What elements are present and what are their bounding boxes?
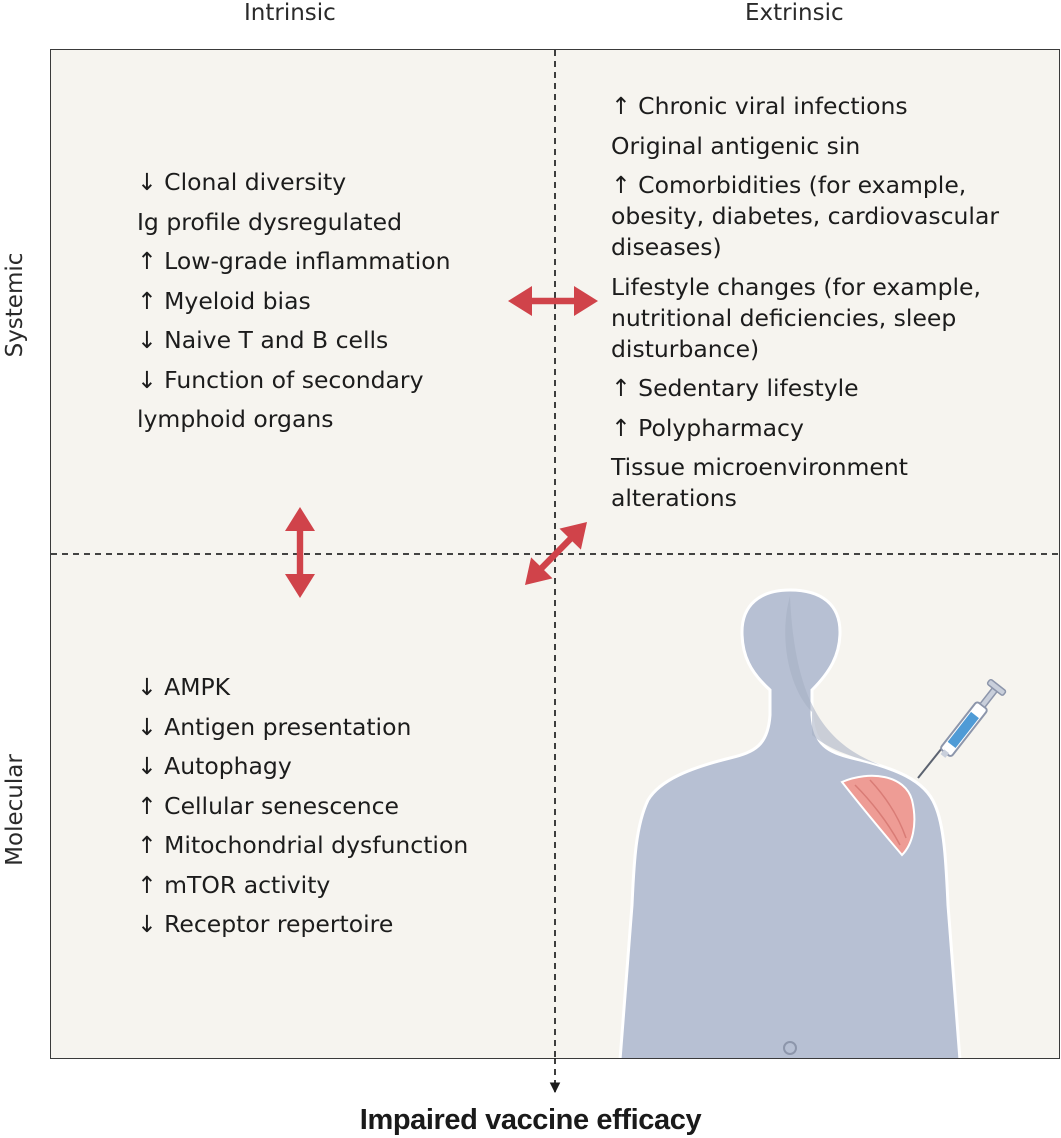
- intrinsic-molecular-list: ↓ AMPK ↓ Antigen presentation ↓ Autophag…: [137, 672, 468, 949]
- syringe-icon: [917, 678, 1007, 779]
- list-item: ↑ Low-grade inflammation: [137, 247, 451, 275]
- outcome-label: Impaired vaccine efficacy: [359, 1104, 702, 1136]
- list-item: Ig profile dysregulated: [137, 207, 403, 236]
- list-item: ↑ mTOR activity: [137, 870, 331, 899]
- list-item: ↑ Chronic viral infections: [611, 92, 908, 120]
- list-item: Tissue microenvironment alterations: [611, 453, 908, 512]
- human-figure-icon: [618, 588, 962, 1058]
- column-header-extrinsic: Extrinsic: [745, 0, 844, 26]
- list-item: ↑ Cellular senescence: [137, 791, 399, 820]
- list-item: ↓ Naive T and B cells: [137, 326, 389, 354]
- list-item: ↓ AMPK: [137, 673, 231, 701]
- bidirectional-arrow-icon: [525, 522, 587, 585]
- list-item: ↑ Mitochondrial dysfunction: [137, 831, 469, 859]
- list-item: Original antigenic sin: [611, 131, 861, 160]
- list-item: Lifestyle changes (for example, nutritio…: [611, 272, 981, 363]
- list-item: ↑ Comorbidities (for example, obesity, d…: [611, 171, 1000, 261]
- deltoid-muscle-icon: [840, 774, 916, 857]
- list-item: ↓ Clonal diversity: [137, 168, 347, 196]
- column-header-intrinsic: Intrinsic: [244, 0, 336, 26]
- intrinsic-systemic-list: ↓ Clonal diversity Ig profile dysregulat…: [137, 167, 451, 444]
- bidirectional-arrow-icon: [285, 507, 315, 598]
- list-item: ↓ Antigen presentation: [137, 712, 412, 741]
- list-item: ↑ Polypharmacy: [611, 413, 804, 442]
- list-item: ↑ Myeloid bias: [137, 286, 311, 315]
- list-item: ↓ Function of secondary: [137, 365, 424, 394]
- list-item: lymphoid organs: [137, 405, 334, 433]
- extrinsic-systemic-list: ↑ Chronic viral infections Original anti…: [611, 91, 999, 523]
- bidirectional-arrow-icon: [508, 286, 598, 316]
- list-item: ↓ Receptor repertoire: [137, 910, 394, 938]
- list-item: ↑ Sedentary lifestyle: [611, 374, 859, 402]
- list-item: ↓ Autophagy: [137, 752, 292, 780]
